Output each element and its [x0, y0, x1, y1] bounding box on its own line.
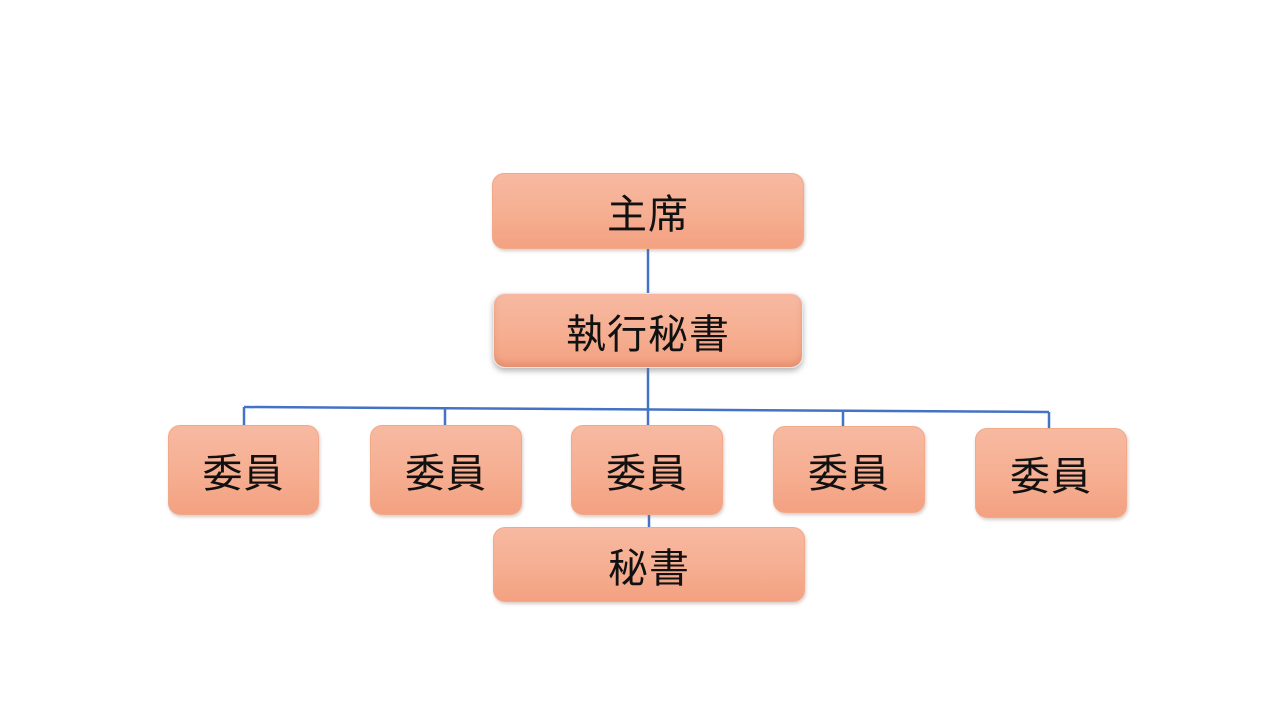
member-box-5: 委員 [975, 428, 1127, 518]
executive-secretary-box: 執行秘書 [493, 293, 803, 368]
member-box-1: 委員 [168, 425, 319, 515]
member-label-3: 委員 [606, 451, 688, 497]
secretary-label: 秘書 [608, 545, 690, 592]
member-box-4: 委員 [773, 426, 925, 513]
member-box-3: 委員 [571, 425, 723, 515]
secretary-box: 秘書 [493, 527, 805, 602]
member-label-4: 委員 [808, 450, 890, 497]
executive-secretary-label: 執行秘書 [566, 311, 730, 358]
member-box-2: 委員 [370, 425, 522, 515]
member-label-2: 委員 [405, 451, 487, 497]
member-label-5: 委員 [1010, 454, 1092, 500]
member-label-1: 委員 [202, 451, 285, 497]
chairman-box: 主席 [492, 173, 804, 249]
chairman-label: 主席 [607, 192, 689, 238]
connector-bus [243, 405, 1050, 414]
